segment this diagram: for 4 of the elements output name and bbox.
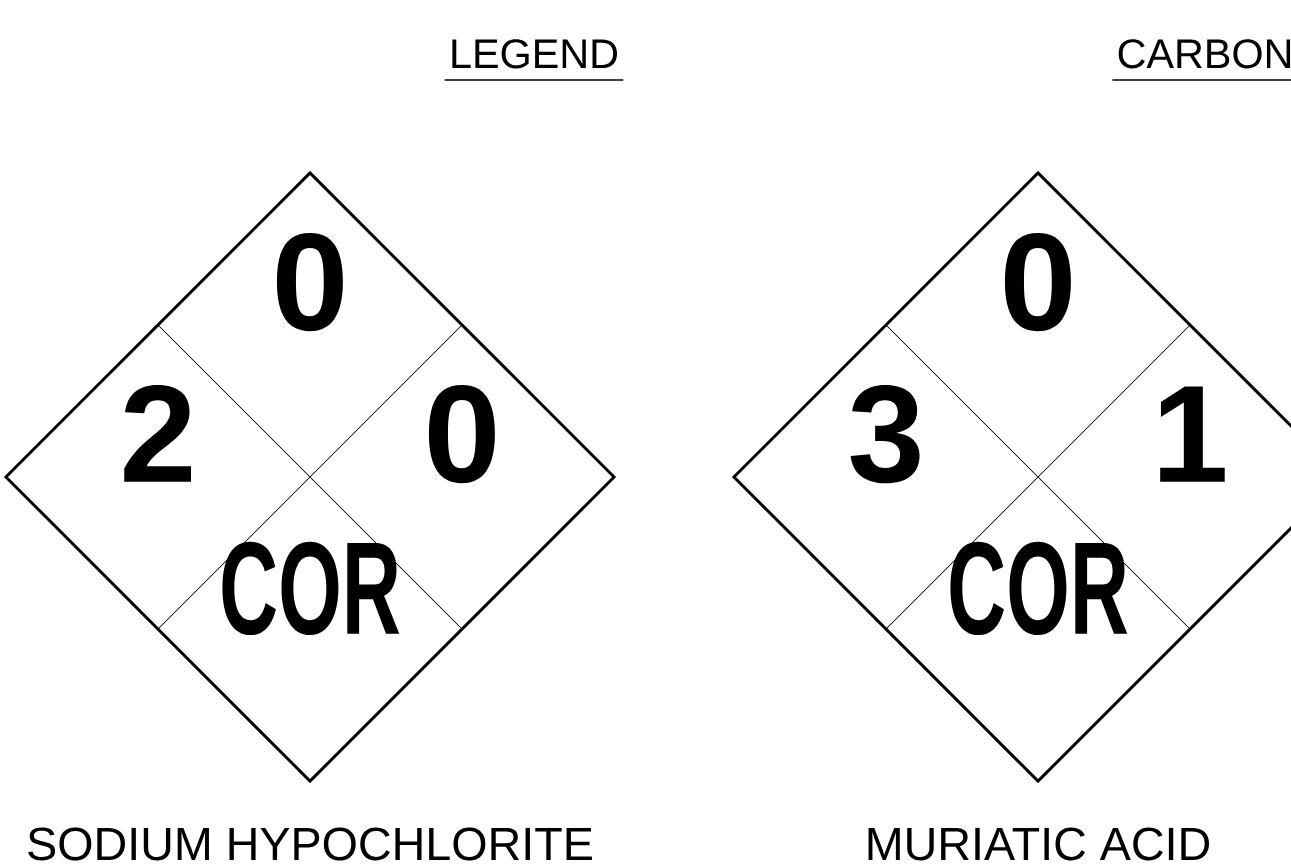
node-label: SODIUM HYPOCHLORITE xyxy=(28,827,592,861)
heading: CARBON xyxy=(1118,39,1291,69)
heading: LEGEND xyxy=(452,39,617,69)
node-label: MURIATIC ACID xyxy=(868,827,1209,861)
